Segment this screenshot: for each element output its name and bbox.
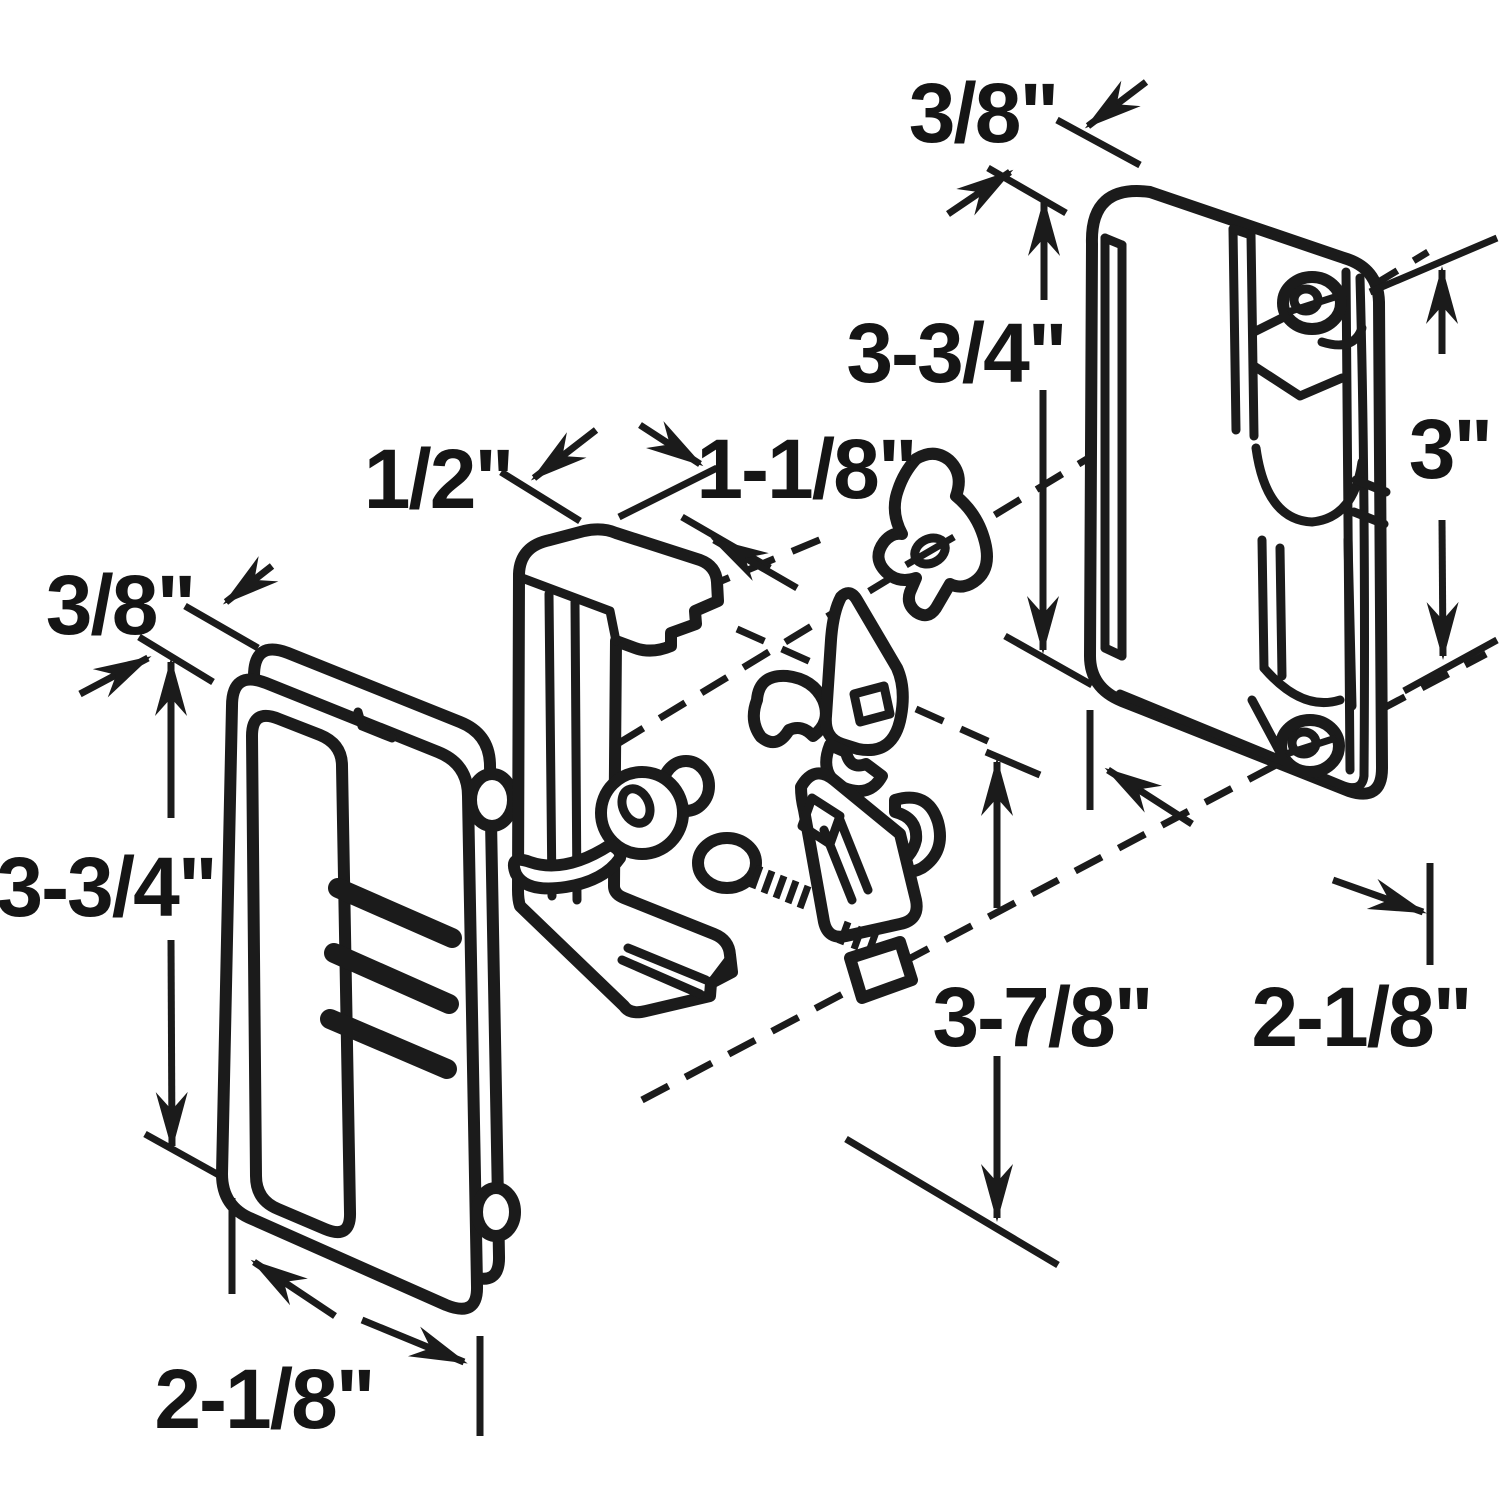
label-bracket-depth: 1-1/8": [696, 422, 915, 516]
label-right-width: 2-1/8": [1251, 970, 1470, 1064]
side-flange: [1100, 233, 1127, 661]
outside-handle-plate: [216, 643, 521, 1315]
label-right-opening-height: 3": [1409, 402, 1492, 496]
label-right-thickness: 3/8": [909, 66, 1058, 160]
spring-coil: [748, 864, 812, 910]
boss-pin-bottom: [1275, 714, 1345, 778]
screw-head: [692, 832, 762, 894]
latch-foot: [844, 936, 918, 1004]
label-right-height: 3-3/4": [846, 306, 1065, 400]
label-left-thickness: 3/8": [46, 558, 195, 652]
label-left-width: 2-1/8": [154, 1352, 373, 1446]
label-center-height: 3-7/8": [932, 970, 1151, 1064]
mount-pin-bottom: [471, 1182, 521, 1242]
grip-ridges: [320, 878, 462, 1079]
bracket-latch-hook: [507, 755, 715, 895]
dimension-arrows: [78, 79, 1459, 1366]
handle-recess: [246, 709, 356, 1239]
thumb-turn: [872, 447, 993, 622]
keeper-mechanism: [1228, 224, 1391, 761]
label-bracket-width: 1/2": [364, 432, 513, 526]
spring-latch-assembly: [692, 767, 946, 1004]
hook-latch-piece: [747, 587, 909, 797]
mount-pin-top: [465, 768, 519, 832]
boss-pin-top: [1277, 271, 1347, 335]
inside-latch-plate: [1084, 185, 1391, 800]
dimension-labels: 3/8" 3-3/4" 3" 1/2" 1-1/8" 3/8" 3-3/4" 2…: [0, 66, 1493, 1446]
latch-bracket: [507, 523, 738, 1019]
label-left-height: 3-3/4": [0, 840, 216, 934]
